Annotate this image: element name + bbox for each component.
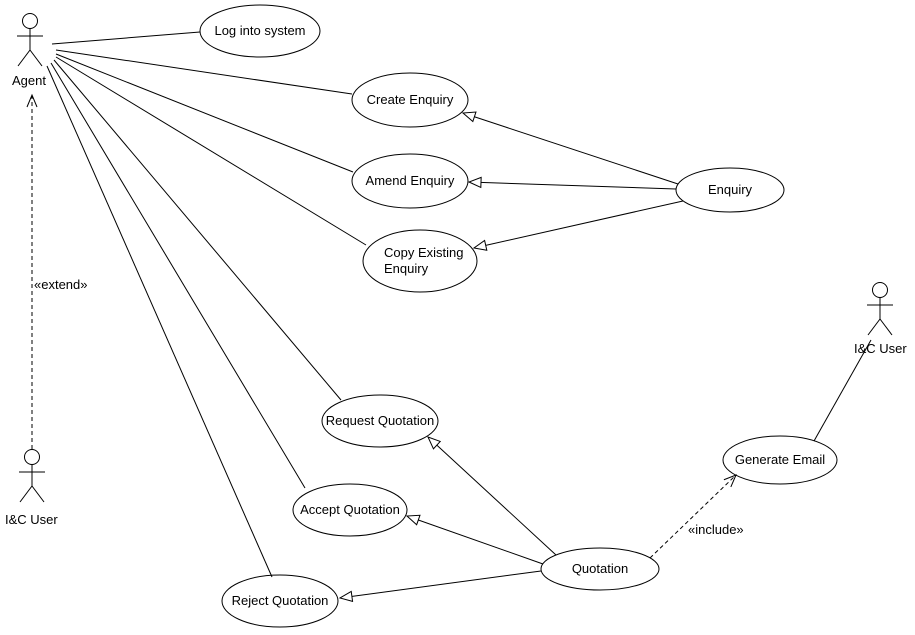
use-case-copy-existing-enquiry-label-line2: Enquiry <box>384 261 429 276</box>
use-case-copy-existing-enquiry: Copy Existing Enquiry <box>362 229 478 293</box>
actor-ic-user-left-figure-icon <box>19 449 45 503</box>
association-agent-create-enquiry <box>55 49 353 95</box>
use-case-request-quotation-label: Request Quotation <box>326 413 434 428</box>
actor-agent-figure-icon <box>17 13 43 67</box>
use-case-reject-quotation-label: Reject Quotation <box>232 593 329 608</box>
generalization-enquiry-create-enquiry <box>461 111 679 185</box>
use-case-generate-email-label: Generate Email <box>735 452 825 467</box>
generalization-enquiry-copy-existing-enquiry <box>472 200 684 251</box>
use-case-log-into-system-label: Log into system <box>214 23 305 38</box>
use-case-quotation: Quotation <box>540 547 660 591</box>
association-agent-accept-quotation <box>50 62 306 489</box>
association-agent-copy-existing-enquiry <box>55 56 367 246</box>
include-dependency-quotation-generate-email: «include» <box>649 474 744 559</box>
generalization-quotation-reject-quotation <box>338 570 542 603</box>
use-case-quotation-label: Quotation <box>572 561 628 576</box>
association-agent-amend-enquiry <box>55 53 354 173</box>
association-agent-reject-quotation <box>46 65 273 578</box>
extend-dependency-ic-user-agent: «extend» <box>26 93 88 449</box>
actor-ic-user-left-label: I&C User <box>5 512 58 527</box>
use-case-request-quotation: Request Quotation <box>321 394 439 448</box>
use-case-create-enquiry-label: Create Enquiry <box>367 92 454 107</box>
generalization-quotation-accept-quotation <box>405 514 544 565</box>
use-case-enquiry: Enquiry <box>675 167 785 213</box>
generalization-enquiry-amend-enquiry <box>467 176 677 190</box>
use-case-enquiry-label: Enquiry <box>708 182 753 197</box>
extend-stereotype-label: «extend» <box>34 277 88 292</box>
use-case-accept-quotation-label: Accept Quotation <box>300 502 400 517</box>
use-case-amend-enquiry-label: Amend Enquiry <box>366 173 455 188</box>
association-agent-request-quotation <box>53 59 342 401</box>
association-ic-user-generate-email <box>813 339 872 442</box>
association-agent-log-into-system <box>51 31 201 45</box>
use-case-log-into-system: Log into system <box>199 4 321 58</box>
use-case-copy-existing-enquiry-label-line1: Copy Existing <box>384 245 463 260</box>
use-case-reject-quotation: Reject Quotation <box>221 574 339 628</box>
use-case-accept-quotation: Accept Quotation <box>292 483 408 537</box>
use-case-amend-enquiry: Amend Enquiry <box>351 153 469 209</box>
actor-agent: Agent <box>12 13 46 88</box>
actor-ic-user-left: I&C User <box>5 449 58 527</box>
use-case-create-enquiry: Create Enquiry <box>351 72 469 128</box>
actor-ic-user-right-figure-icon <box>867 282 893 336</box>
actor-ic-user-right-label: I&C User <box>854 341 907 356</box>
generalization-quotation-request-quotation <box>427 436 557 556</box>
actor-agent-label: Agent <box>12 73 46 88</box>
include-stereotype-label: «include» <box>688 522 744 537</box>
use-case-generate-email: Generate Email <box>722 435 838 485</box>
actor-ic-user-right: I&C User <box>854 282 907 356</box>
